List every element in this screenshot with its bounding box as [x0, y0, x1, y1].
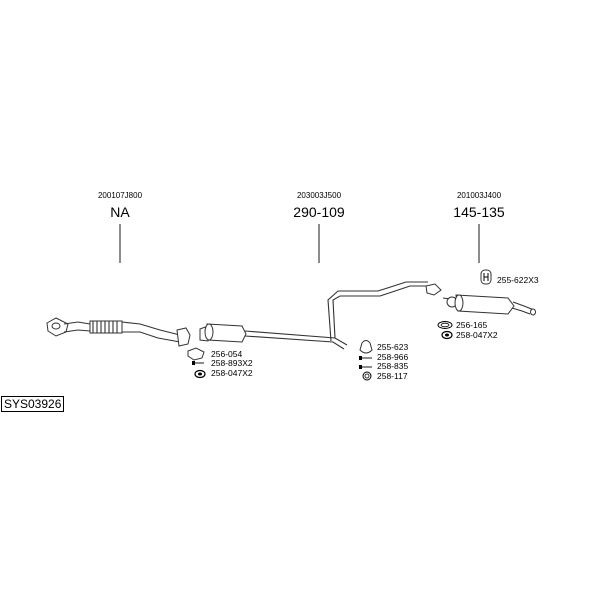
bolt-icon — [192, 361, 204, 365]
middle-section-part-number[interactable]: 290-109 — [293, 204, 345, 220]
accessory-code: 258-966 — [377, 352, 408, 362]
accessory-code: 256-054 — [211, 349, 242, 359]
accessory-code: 255-622X3 — [497, 275, 539, 285]
rubber-hanger-icon — [359, 340, 373, 354]
middle-section-drawing[interactable] — [199, 281, 442, 350]
accessory-item[interactable]: 258-835 — [359, 361, 408, 371]
rear-accessories: 255-622X3 256-165 258-047X2 — [437, 269, 539, 340]
bolt-icon — [359, 356, 372, 360]
accessory-code: 255-623 — [377, 342, 408, 352]
accessory-item[interactable]: 258-966 — [359, 352, 408, 362]
accessory-code: 258-047X2 — [456, 330, 498, 340]
accessory-item[interactable]: 255-622X3 — [480, 269, 539, 285]
accessory-code: 256-165 — [456, 320, 487, 330]
ring-icon — [362, 371, 372, 381]
rear-silencer-header: 201003J400 145-135 — [453, 191, 505, 263]
accessory-code: 258-835 — [377, 361, 408, 371]
accessory-item[interactable]: 256-165 — [437, 320, 487, 330]
accessory-code: 258-893X2 — [211, 358, 253, 368]
accessory-item[interactable]: 258-117 — [362, 371, 408, 381]
system-code-box: SYS03926 — [1, 396, 65, 412]
accessory-item[interactable]: 258-893X2 — [192, 358, 253, 368]
gasket-icon — [187, 347, 205, 361]
front-pipe-drawing[interactable] — [46, 317, 191, 347]
bolt-icon — [359, 365, 372, 369]
accessory-item[interactable]: 255-623 — [359, 340, 408, 354]
front-accessories: 256-054 258-893X2 258-047X2 — [187, 347, 253, 379]
middle-section-header: 203003J500 290-109 — [293, 191, 345, 263]
spring-icon — [194, 369, 206, 379]
hanger-icon — [480, 269, 492, 285]
front-pipe-header: 200107J800 NA — [98, 191, 143, 263]
rear-silencer-ref: 201003J400 — [457, 191, 502, 200]
system-code: SYS03926 — [4, 397, 62, 411]
rear-silencer-part-number[interactable]: 145-135 — [453, 204, 505, 220]
accessory-code: 258-117 — [377, 371, 408, 381]
spring-icon — [441, 330, 453, 340]
accessory-item[interactable]: 258-047X2 — [441, 330, 498, 340]
rear-silencer-drawing[interactable] — [442, 294, 536, 316]
gasket-ring-icon — [437, 321, 453, 329]
middle-section-ref: 203003J500 — [297, 191, 342, 200]
middle-accessories: 255-623 258-966 258-835 258-117 — [359, 340, 408, 381]
accessory-item[interactable]: 256-054 — [187, 347, 242, 361]
front-pipe-part-number[interactable]: NA — [110, 204, 130, 220]
accessory-code: 258-047X2 — [211, 368, 253, 378]
front-pipe-ref: 200107J800 — [98, 191, 143, 200]
accessory-item[interactable]: 258-047X2 — [194, 368, 253, 379]
